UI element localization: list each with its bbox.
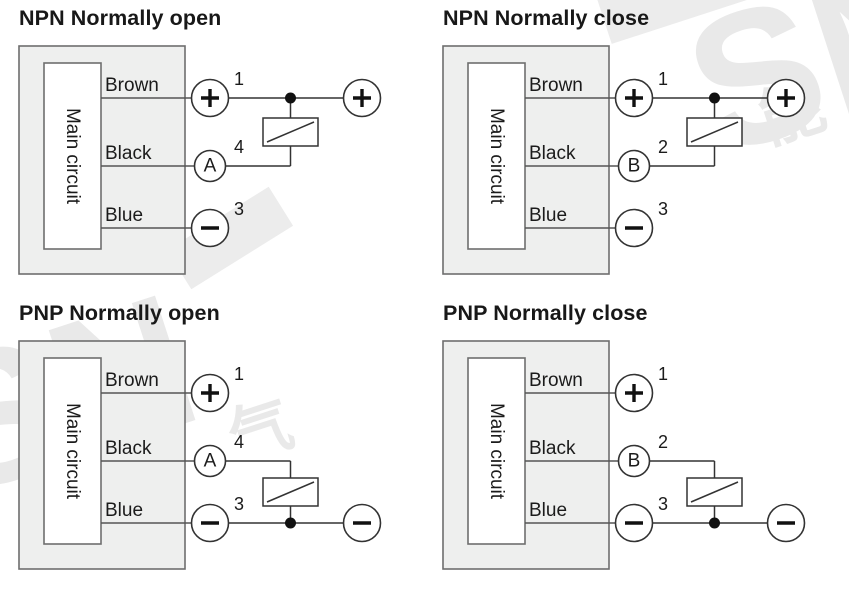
terminal-1 xyxy=(190,78,230,118)
load-relay-diagonal xyxy=(266,481,315,503)
external-supply-terminal xyxy=(342,78,382,118)
diagram-title: NPN Normally open xyxy=(19,6,222,30)
main-circuit-label: Main circuit xyxy=(486,403,507,500)
wire-label-blue: Blue xyxy=(105,205,143,226)
terminal-3 xyxy=(614,208,654,248)
pin-number-4: 4 xyxy=(234,137,244,157)
wire-label-blue: Blue xyxy=(529,500,567,521)
main-circuit-label: Main circuit xyxy=(62,108,83,205)
wire-label-black: Black xyxy=(105,143,152,164)
wire-label-black: Black xyxy=(529,143,576,164)
diagram-title: PNP Normally close xyxy=(443,301,648,325)
pin-number-3: 3 xyxy=(234,494,244,514)
external-supply-terminal xyxy=(342,503,382,543)
main-circuit-box xyxy=(43,357,102,545)
terminal-1 xyxy=(614,78,654,118)
pin-number-1: 1 xyxy=(234,69,244,89)
wire-label-blue: Blue xyxy=(529,205,567,226)
contact-letter: A xyxy=(204,451,217,472)
load-relay-diagonal xyxy=(266,121,315,143)
pin-number-3: 3 xyxy=(658,199,668,219)
contact-letter: B xyxy=(628,451,641,472)
terminal-4: A xyxy=(193,149,227,183)
main-circuit-label: Main circuit xyxy=(486,108,507,205)
pin-number-3: 3 xyxy=(234,199,244,219)
terminal-2: B xyxy=(617,149,651,183)
load-relay-diagonal xyxy=(690,481,739,503)
wire-label-brown: Brown xyxy=(105,370,159,391)
terminal-1 xyxy=(190,373,230,413)
wire-label-black: Black xyxy=(529,438,576,459)
terminal-1 xyxy=(614,373,654,413)
main-circuit-box xyxy=(467,62,526,250)
junction-dot xyxy=(285,92,296,104)
pin-number-1: 1 xyxy=(658,364,668,384)
main-circuit-label: Main circuit xyxy=(62,403,83,500)
pin-number-4: 4 xyxy=(234,432,244,452)
terminal-2: B xyxy=(617,444,651,478)
main-circuit-box xyxy=(43,62,102,250)
terminal-4: A xyxy=(193,444,227,478)
terminal-3 xyxy=(190,503,230,543)
wire-label-brown: Brown xyxy=(529,75,583,96)
pin-number-1: 1 xyxy=(658,69,668,89)
terminal-3 xyxy=(614,503,654,543)
contact-letter: B xyxy=(628,156,641,177)
terminal-3 xyxy=(190,208,230,248)
junction-dot xyxy=(709,92,720,104)
diagram-title: PNP Normally open xyxy=(19,301,220,325)
pin-number-2: 2 xyxy=(658,432,668,452)
wire-label-brown: Brown xyxy=(105,75,159,96)
junction-dot xyxy=(709,517,720,529)
pin-number-1: 1 xyxy=(234,364,244,384)
main-circuit-box xyxy=(467,357,526,545)
pin-number-3: 3 xyxy=(658,494,668,514)
external-supply-terminal xyxy=(766,78,806,118)
pin-number-2: 2 xyxy=(658,137,668,157)
external-supply-terminal xyxy=(766,503,806,543)
wire-label-brown: Brown xyxy=(529,370,583,391)
contact-letter: A xyxy=(204,156,217,177)
junction-dot xyxy=(285,517,296,529)
wire-label-black: Black xyxy=(105,438,152,459)
load-relay-diagonal xyxy=(690,121,739,143)
wire-label-blue: Blue xyxy=(105,500,143,521)
